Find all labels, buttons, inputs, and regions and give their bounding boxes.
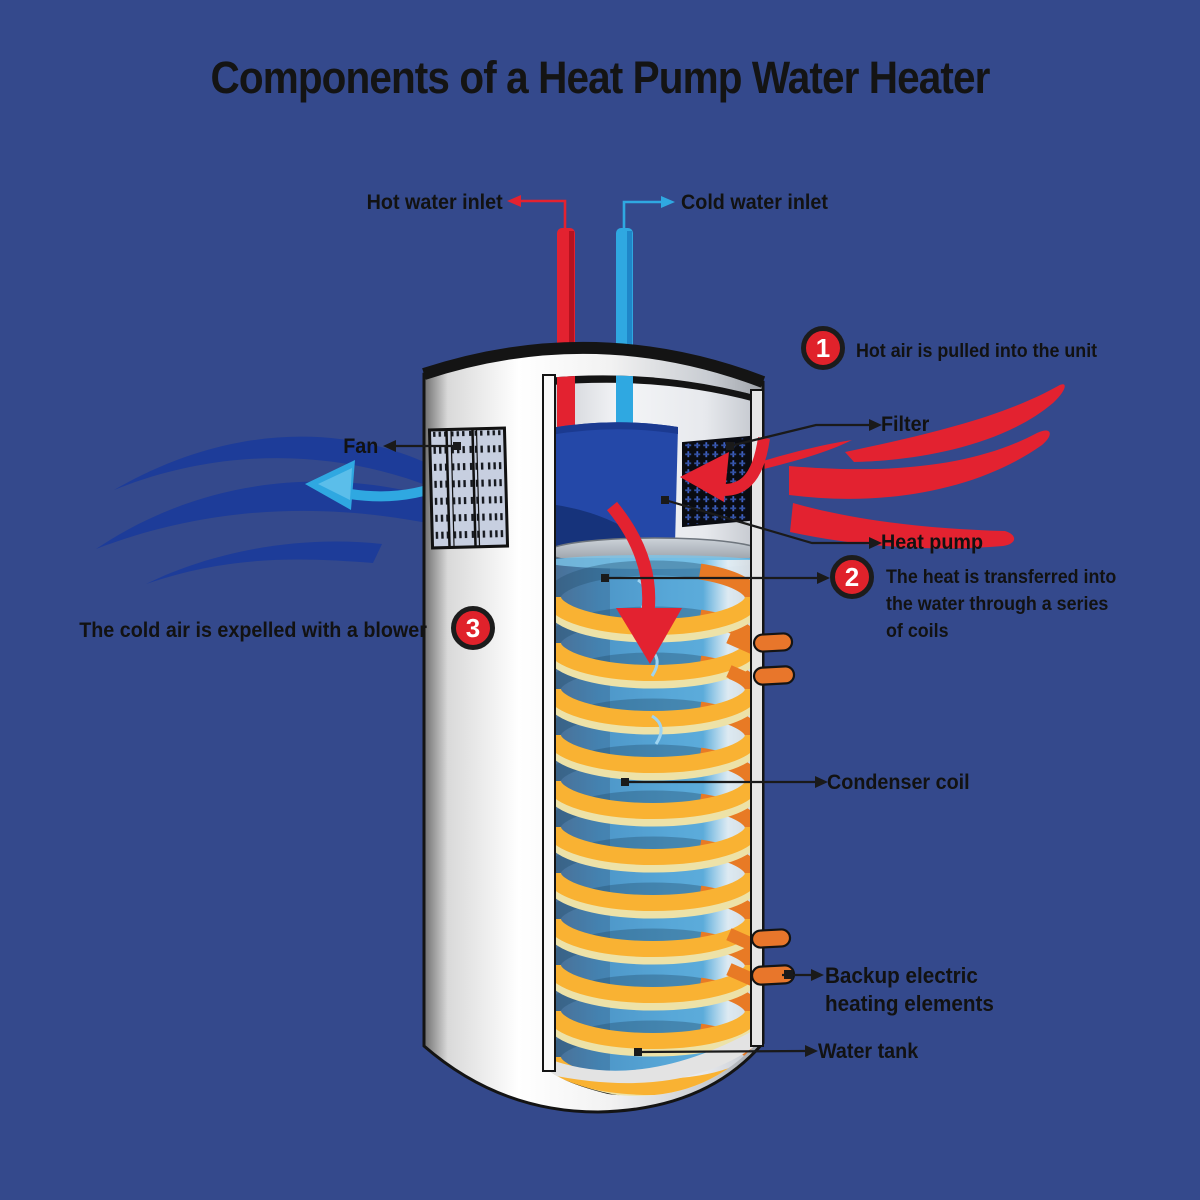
step-1-badge: 1 — [801, 326, 845, 370]
tank-cutaway-interior — [546, 375, 758, 1096]
hot-air-swooshes — [763, 384, 1065, 549]
step-2-badge: 2 — [830, 555, 874, 599]
page-title: Components of a Heat Pump Water Heater — [210, 52, 991, 103]
cutaway-left-edge — [542, 374, 556, 1072]
heat-flow-arrow — [606, 501, 682, 664]
fan-label: Fan — [342, 435, 378, 458]
backup-heating-elements — [750, 632, 796, 986]
cold-air-swooshes — [96, 436, 443, 584]
step-2-text: The heat is transferred into the water t… — [886, 567, 1117, 642]
filter-label: Filter — [881, 413, 930, 436]
cutaway-right-edge — [750, 389, 764, 1047]
hot-air-intake-arrow — [680, 437, 770, 502]
cold-water-inlet-label: Cold water inlet — [681, 191, 828, 214]
backup-elements-label: Backup electric heating elements — [825, 963, 994, 1017]
leader-lines — [383, 419, 882, 1057]
step-3-text: The cold air is expelled with a blower — [79, 619, 427, 642]
water-tank-label: Water tank — [818, 1040, 919, 1063]
inlet-pipes — [507, 195, 675, 358]
condenser-coil-label: Condenser coil — [827, 771, 970, 794]
heat-pump-label: Heat pump — [881, 531, 984, 554]
fan-grille — [427, 426, 510, 550]
step-1-text: Hot air is pulled into the unit — [856, 341, 1098, 362]
hot-water-inlet-label: Hot water inlet — [366, 191, 503, 214]
step-3-badge: 3 — [451, 606, 495, 650]
